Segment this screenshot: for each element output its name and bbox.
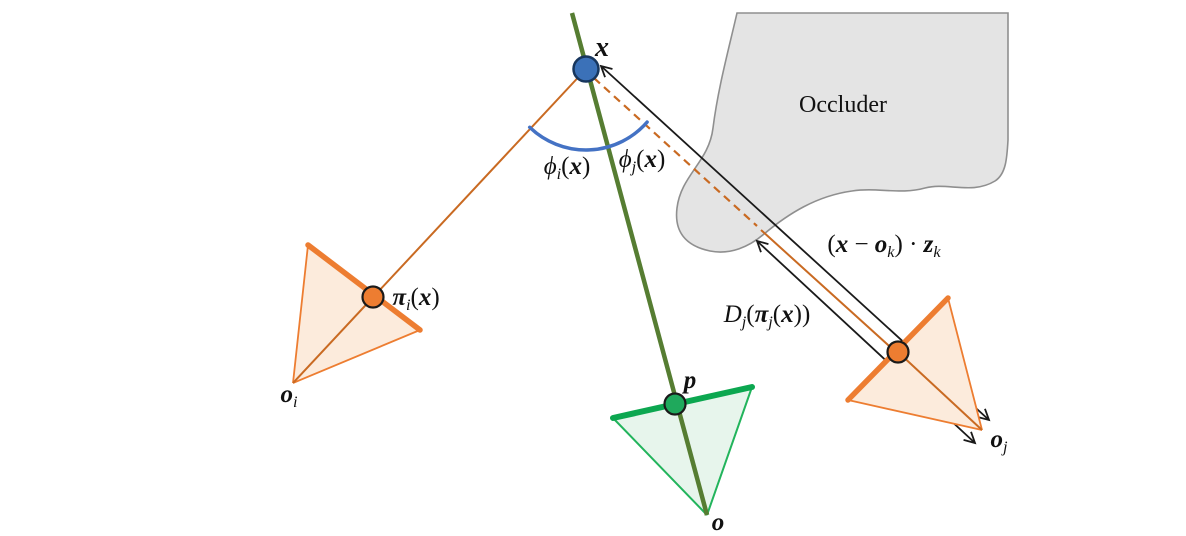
- occluder-shape: [675, 12, 1009, 253]
- point-p: [663, 392, 687, 416]
- camera-j-frustum: [845, 295, 983, 431]
- point-x: [572, 55, 600, 83]
- camera-j-frustum-fill: [848, 298, 982, 430]
- camera-i-frustum: [292, 68, 587, 384]
- label-phi-i: ϕi(x): [544, 153, 591, 183]
- label-pi-i: πi(x): [392, 284, 439, 314]
- camera-i-frustum-edges: [292, 244, 421, 384]
- label-o-j: oj: [990, 426, 1008, 456]
- label-depth-j: Dj(πj(x)): [723, 301, 811, 331]
- ray-i: [292, 68, 587, 384]
- label-p: p: [682, 367, 697, 394]
- label-o: o: [712, 509, 725, 536]
- label-depth-k: (x − ok) · zk: [827, 231, 941, 261]
- camera-i-image-plane: [305, 242, 423, 333]
- label-x: x: [594, 32, 609, 63]
- point-pi-i: [361, 285, 385, 309]
- camera-o-frustum-edges: [612, 386, 753, 516]
- angle-arc: [527, 120, 649, 152]
- camera-j-frustum-edges: [847, 297, 983, 431]
- camera-j-axis: [897, 351, 983, 431]
- point-pi-j: [886, 340, 910, 364]
- camera-o-axis: [673, 399, 710, 516]
- label-o-i: oi: [280, 381, 298, 411]
- label-phi-j: ϕj(x): [619, 146, 666, 176]
- label-occluder: Occluder: [799, 92, 887, 118]
